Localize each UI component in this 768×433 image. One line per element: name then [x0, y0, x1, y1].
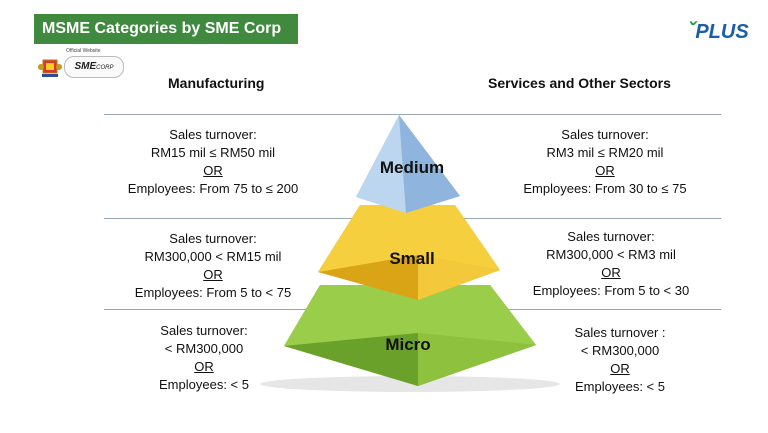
medium-manufacturing-criteria: Sales turnover: RM15 mil ≤ RM50 mil OR E… — [108, 126, 318, 198]
medium-services-criteria: Sales turnover: RM3 mil ≤ RM20 mil OR Em… — [500, 126, 710, 198]
criteria-or: OR — [601, 265, 621, 280]
official-website-label: Official Website — [66, 48, 101, 54]
criteria-line: Employees: From 30 to ≤ 75 — [523, 181, 687, 196]
micro-manufacturing-criteria: Sales turnover: < RM300,000 OR Employees… — [104, 322, 304, 394]
small-services-criteria: Sales turnover: RM300,000 < RM3 mil OR E… — [504, 228, 718, 300]
tier-label-small: Small — [389, 249, 435, 268]
column-header-services: Services and Other Sectors — [488, 75, 671, 91]
criteria-line: < RM300,000 — [164, 341, 244, 356]
micro-tier-right — [418, 333, 536, 386]
criteria-or: OR — [595, 163, 615, 178]
criteria-line: RM15 mil ≤ RM50 mil — [150, 145, 276, 160]
small-tier-left — [318, 255, 418, 300]
coat-of-arms-icon — [38, 59, 62, 77]
micro-tier-top — [284, 285, 536, 346]
criteria-line: Employees: From 75 to ≤ 200 — [127, 181, 299, 196]
small-manufacturing-criteria: Sales turnover: RM300,000 < RM15 mil OR … — [108, 230, 318, 302]
criteria-line: Sales turnover : — [574, 325, 666, 340]
sme-corp-logo: SMECORP — [64, 56, 124, 78]
plus-swoosh-icon: ˇ — [688, 18, 696, 43]
medium-tier-left — [356, 115, 406, 213]
micro-tier-left — [284, 333, 418, 386]
sme-logo-text: SME — [74, 61, 97, 72]
criteria-line: RM300,000 < RM3 mil — [546, 247, 676, 262]
tier-label-micro: Micro — [385, 335, 431, 354]
criteria-line: Sales turnover: — [160, 323, 248, 338]
micro-services-criteria: Sales turnover : < RM300,000 OR Employee… — [520, 324, 720, 396]
criteria-or: OR — [203, 163, 223, 178]
column-header-manufacturing: Manufacturing — [168, 75, 265, 91]
criteria-line: Sales turnover: — [567, 229, 655, 244]
criteria-line: Sales turnover: — [169, 127, 257, 142]
criteria-or: OR — [610, 361, 630, 376]
criteria-line: Sales turnover: — [561, 127, 649, 142]
criteria-line: < RM300,000 — [580, 343, 660, 358]
divider-top — [104, 114, 721, 115]
criteria-line: Employees: From 5 to < 75 — [134, 285, 292, 300]
criteria-or: OR — [194, 359, 214, 374]
criteria-or: OR — [203, 267, 223, 282]
plus-logo-text: PLUS — [695, 21, 749, 43]
criteria-line: Employees: < 5 — [159, 377, 249, 392]
criteria-line: Employees: From 5 to < 30 — [532, 283, 690, 298]
criteria-line: Employees: < 5 — [575, 379, 665, 394]
criteria-line: RM3 mil ≤ RM20 mil — [546, 145, 664, 160]
sme-logo-sub: CORP — [96, 65, 114, 71]
medium-tier-right — [399, 115, 460, 213]
pyramid-shadow — [260, 376, 560, 392]
criteria-line: Sales turnover: — [169, 231, 257, 246]
plus-logo: ˇPLUS — [688, 18, 749, 44]
small-tier-top — [318, 205, 500, 272]
tier-label-medium: Medium — [379, 158, 445, 177]
criteria-line: RM300,000 < RM15 mil — [144, 249, 282, 264]
page-title: MSME Categories by SME Corp — [34, 14, 298, 44]
